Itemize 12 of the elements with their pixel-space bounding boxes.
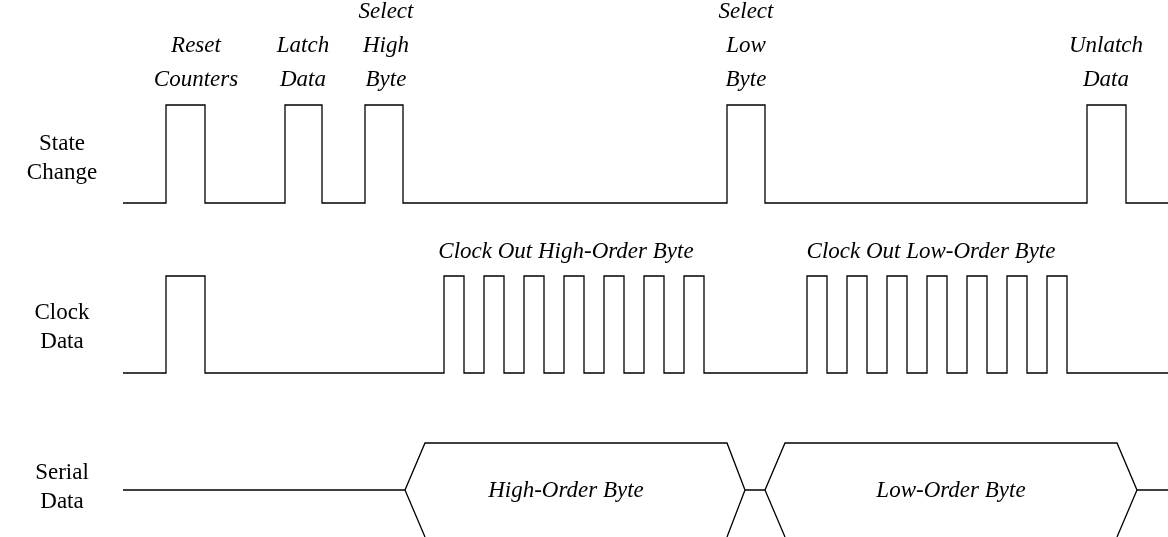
bus-value-label: High-Order Byte — [488, 476, 644, 504]
event-label: Select Low Byte — [717, 0, 775, 93]
event-label: Unlatch Data — [1067, 31, 1145, 93]
event-label: Select High Byte — [357, 0, 415, 93]
phase-label: Clock Out High-Order Byte — [438, 237, 694, 265]
phase-label: Clock Out Low-Order Byte — [806, 237, 1056, 265]
bus-value-label: Low-Order Byte — [876, 476, 1026, 504]
event-label: Reset Counters — [152, 31, 240, 93]
event-label: Latch Data — [275, 31, 331, 93]
signal-name: Clock Data — [33, 298, 91, 355]
signal-name: Serial Data — [34, 458, 90, 515]
signal-name: State Change — [25, 129, 99, 186]
